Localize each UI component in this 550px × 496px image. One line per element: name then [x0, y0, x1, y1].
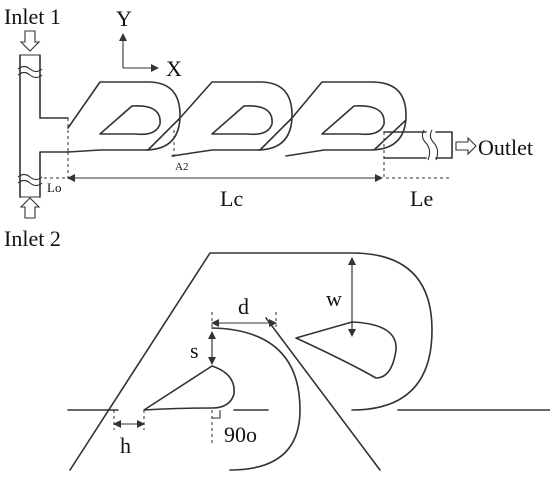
inlet2-label: Inlet 2 — [4, 226, 61, 251]
valve-unit-3 — [285, 81, 407, 157]
top-view — [17, 30, 477, 219]
inlet1-label: Inlet 1 — [4, 4, 61, 29]
h-label: h — [120, 433, 131, 458]
coordinate-axes — [119, 33, 159, 72]
axis-x-label: X — [166, 56, 182, 81]
inlet1-arrow — [19, 30, 41, 52]
le-label: Le — [410, 186, 434, 211]
axis-y-label: Y — [116, 6, 132, 31]
section-label: A2 — [175, 161, 189, 173]
outlet-arrow — [455, 136, 477, 156]
w-label: w — [326, 286, 342, 311]
angle-label: 90o — [224, 422, 257, 447]
s-label: s — [190, 338, 199, 363]
valve-unit-2 — [171, 81, 293, 160]
d-label: d — [238, 294, 249, 319]
valve-unit-1 — [67, 81, 181, 153]
lc-label: Lc — [220, 186, 244, 211]
outlet-label: Outlet — [478, 135, 533, 160]
dimension-lines — [44, 152, 452, 182]
detail-view — [67, 252, 550, 471]
inlet-channel — [17, 54, 69, 198]
lo-label: Lo — [47, 180, 62, 195]
inlet2-arrow — [19, 197, 41, 219]
outlet-channel — [383, 129, 453, 178]
